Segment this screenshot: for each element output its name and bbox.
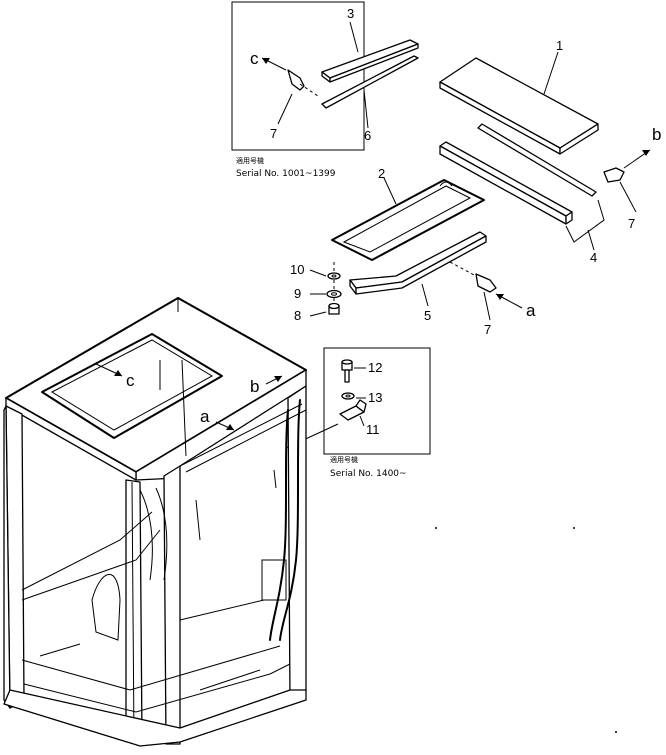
inset-top-serial: Serial No. 1001~1399 [236, 169, 336, 179]
part-12-bolt [341, 359, 366, 383]
callout-2: 2 [378, 166, 385, 181]
callout-11: 11 [366, 422, 380, 437]
part-5-side-rail: 5 [349, 231, 487, 323]
callout-12: 12 [368, 360, 382, 375]
part-1-roof-panel: 1 [439, 38, 599, 155]
part-11-bracket [339, 399, 367, 427]
callout-8: 8 [294, 308, 301, 323]
view-ref-b-cab: b [250, 377, 259, 396]
inset-top-jp-caption: 適用号機 [236, 156, 264, 165]
part-13-washer [341, 392, 366, 400]
cab-view-refs: c b a [95, 363, 283, 431]
part-7-pin-inset [287, 69, 319, 97]
callout-4: 4 [590, 250, 597, 265]
view-ref-a-cab: a [200, 407, 210, 426]
callout-1: 1 [556, 38, 563, 53]
callout-13: 13 [368, 390, 382, 405]
view-ref-b-right: b [652, 125, 661, 144]
view-ref-c-top: c [250, 49, 259, 68]
inset-right-jp-caption: 適用号機 [330, 455, 358, 464]
callout-7-right: 7 [628, 216, 635, 231]
view-ref-c-cab: c [126, 371, 135, 390]
scan-specks [435, 527, 617, 733]
inset-right-serial: Serial No. 1400~ [330, 469, 407, 479]
cab-frame [3, 297, 307, 747]
callout-3: 3 [347, 6, 354, 21]
part-7-pin-center: a 7 [449, 261, 536, 337]
callout-10: 10 [290, 262, 304, 277]
callout-5: 5 [424, 308, 431, 323]
callout-6: 6 [364, 128, 371, 143]
part-3-strip [321, 39, 419, 83]
part-4-angle-strip: 4 [439, 141, 605, 265]
callout-9: 9 [294, 286, 301, 301]
part-strip-upper [477, 123, 597, 197]
view-arrow-c-top [261, 57, 287, 71]
view-ref-a-right: a [526, 301, 536, 320]
part-6-thin-strip [321, 55, 419, 109]
inset-box-late-serial: 12 13 11 適用号機 Serial No. 1400~ [323, 347, 431, 479]
bolt-stack-8-9-10: 10 9 8 [290, 262, 342, 323]
part-2-frame: 2 [331, 166, 485, 261]
callout-7-center: 7 [484, 322, 491, 337]
inset-box-early-serial: 3 6 7 c 適用号機 Serial No. 1001~1399 [231, 1, 419, 179]
callout-7-inset: 7 [270, 126, 277, 141]
part-7-pin-right: b 7 [603, 125, 661, 231]
